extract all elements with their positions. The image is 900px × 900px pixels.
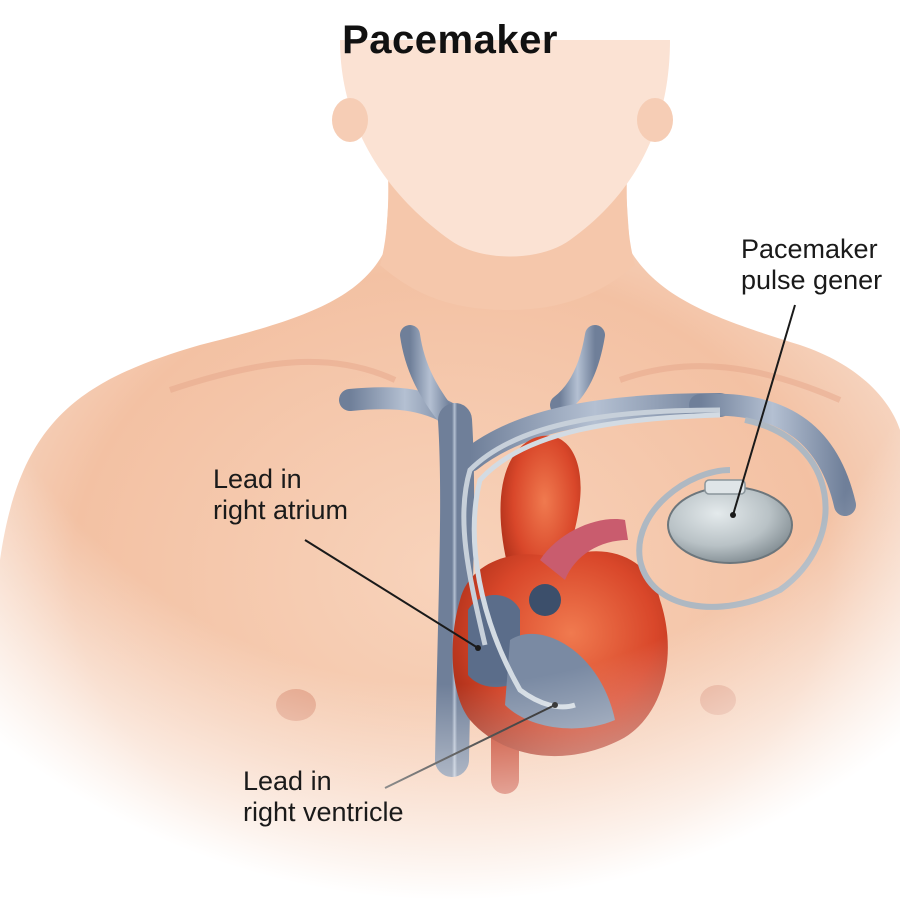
label-lead-right-ventricle: Lead in right ventricle [243, 766, 404, 828]
label-lead-right-ventricle-line1: Lead in [243, 766, 332, 796]
label-lead-right-atrium-line1: Lead in [213, 464, 302, 494]
page-title: Pacemaker [342, 18, 558, 62]
label-lead-right-atrium-line2: right atrium [213, 495, 349, 525]
label-lead-right-atrium: Lead in right atrium [213, 464, 348, 526]
label-pulse-generator: Pacemaker pulse gener [741, 234, 882, 296]
label-pulse-generator-line1: Pacemaker [741, 234, 878, 264]
label-pulse-generator-line2: pulse gener [741, 265, 883, 295]
label-lead-right-ventricle-line2: right ventricle [243, 797, 404, 827]
